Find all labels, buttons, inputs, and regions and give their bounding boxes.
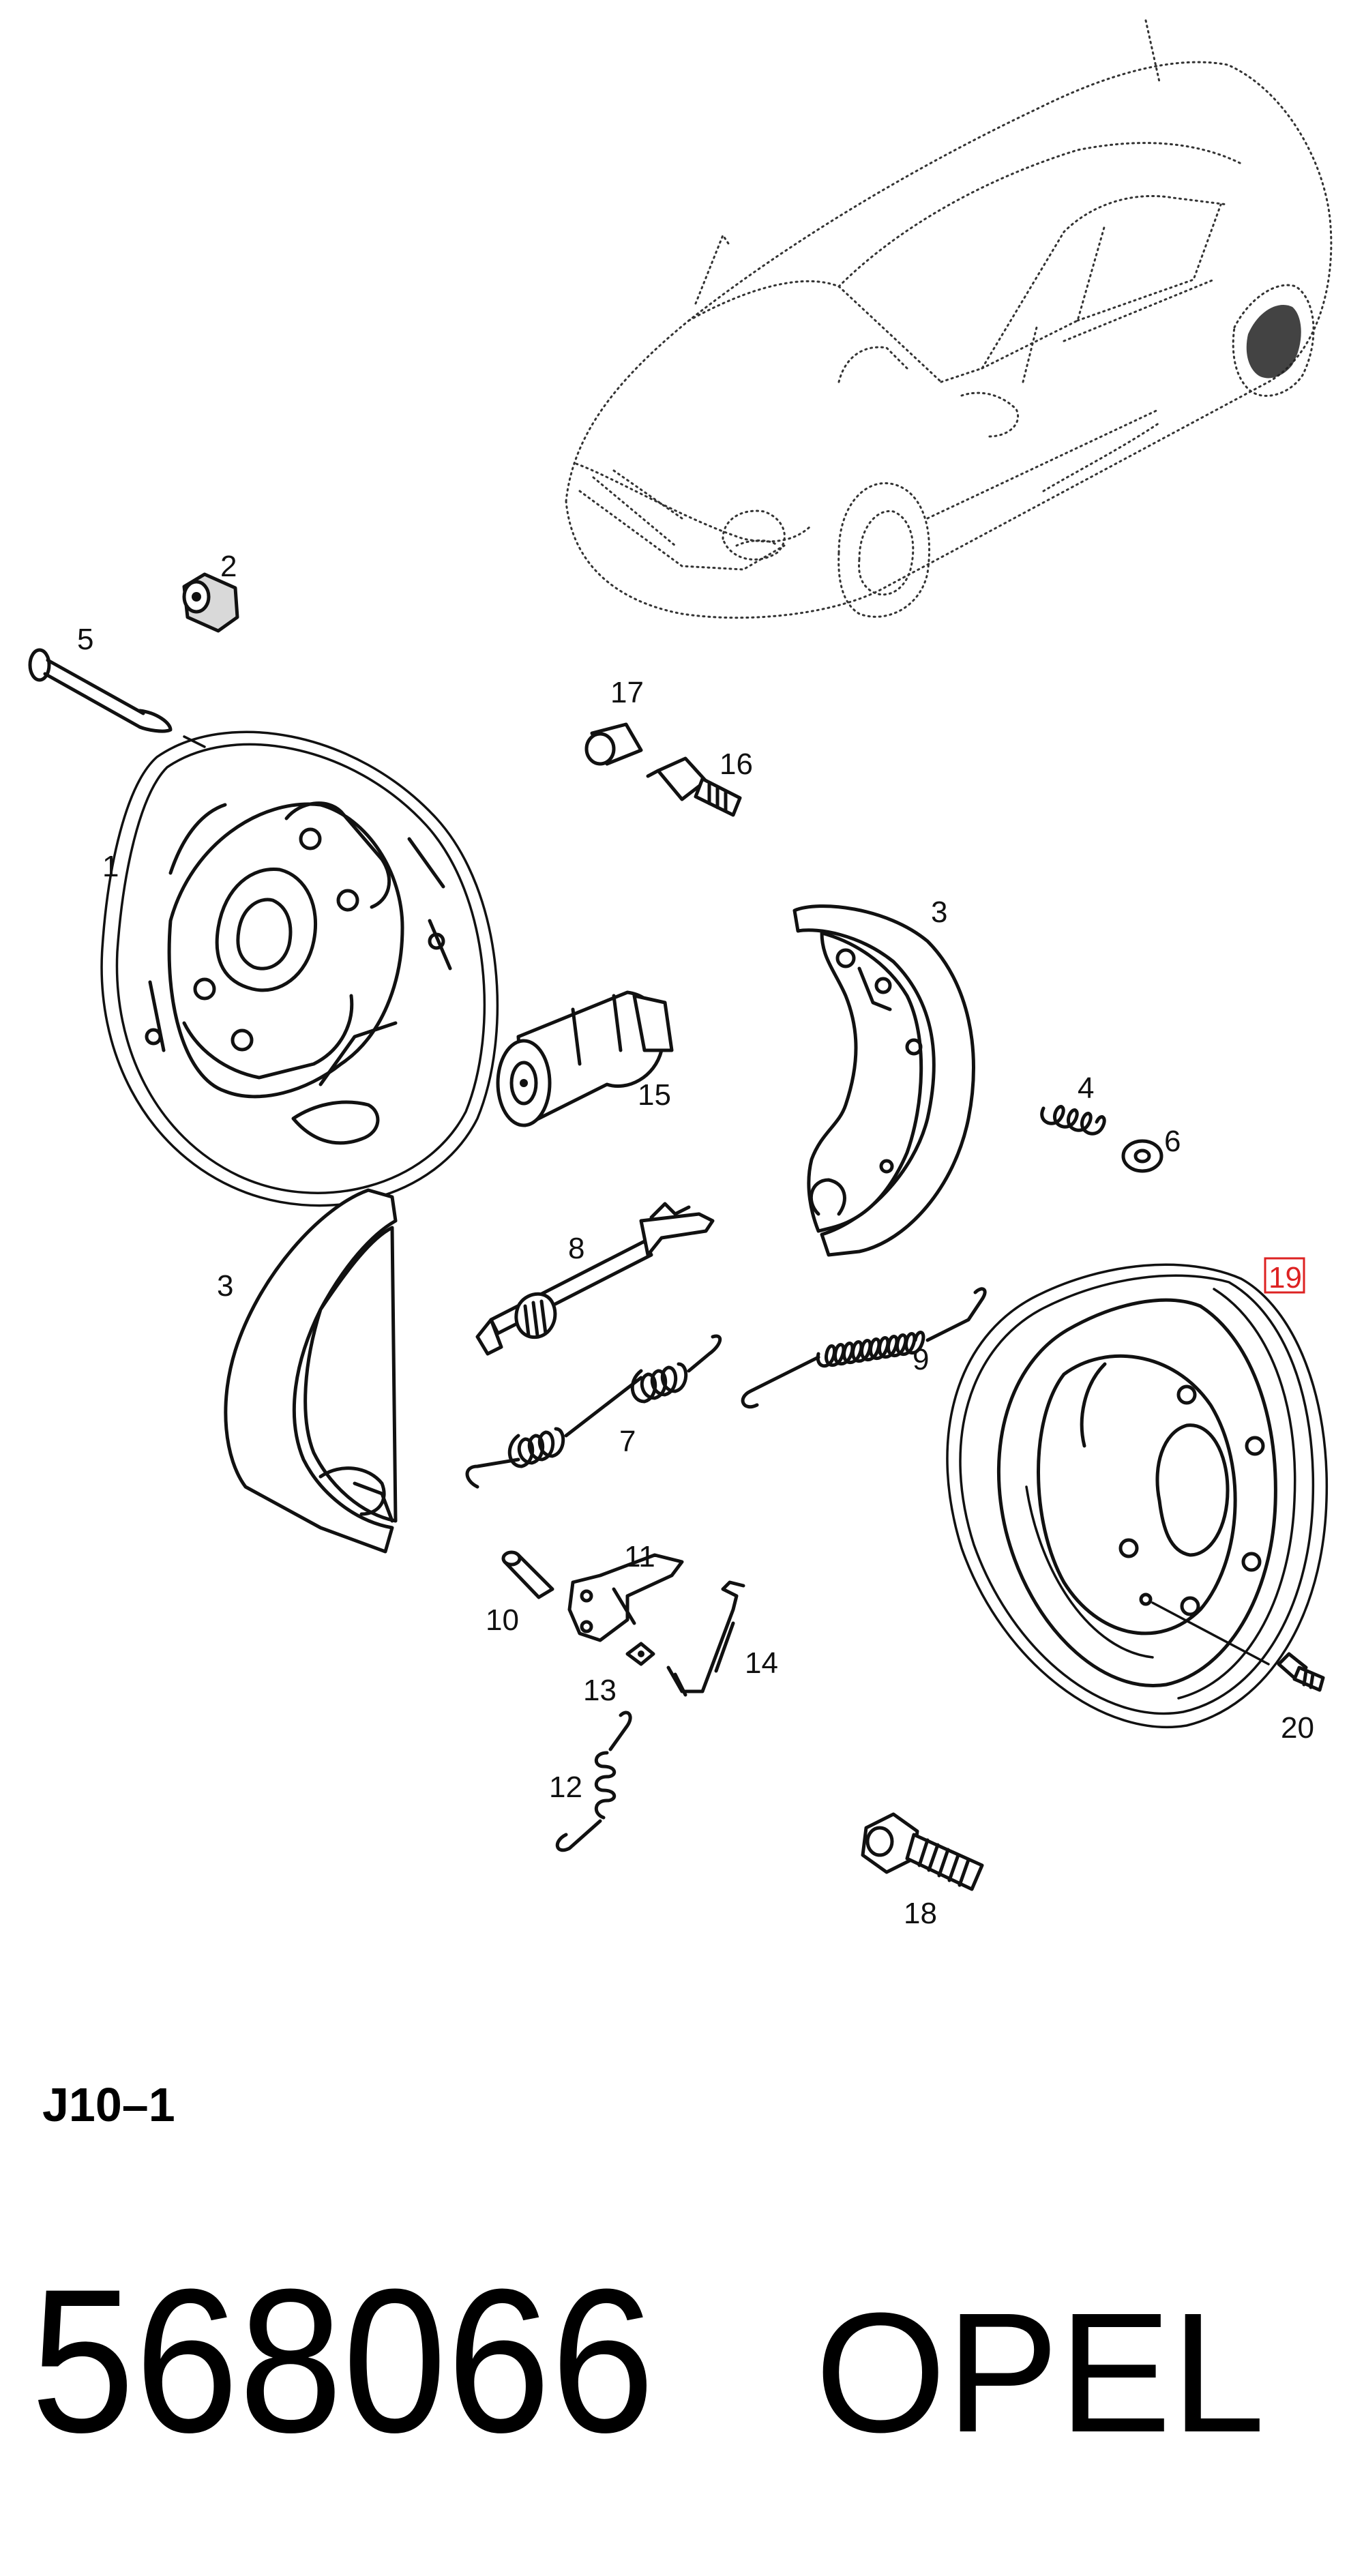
vehicle-illustration xyxy=(565,19,1333,619)
callout-5: 5 xyxy=(77,623,93,656)
wheel-cylinder xyxy=(496,990,674,1127)
lower-return-spring xyxy=(465,1334,722,1489)
callout-1: 1 xyxy=(102,850,119,883)
hub-bolt xyxy=(861,1812,984,1891)
brand-name: OPEL xyxy=(815,2277,1265,2468)
bleeder-screw xyxy=(646,756,742,817)
hold-down-spring xyxy=(1040,1105,1106,1136)
callout-18: 18 xyxy=(904,1897,937,1930)
callout-14: 14 xyxy=(745,1646,778,1680)
callout-19-highlight-box xyxy=(1264,1257,1305,1294)
group-code: J10–1 xyxy=(42,2078,175,2131)
retaining-clip xyxy=(666,1580,745,1697)
callout-8: 8 xyxy=(568,1232,584,1265)
callout-10: 10 xyxy=(486,1603,519,1637)
hold-down-pin xyxy=(28,648,206,748)
dust-cap xyxy=(584,722,643,766)
part-number: 568066 xyxy=(31,2246,655,2475)
callout-20: 20 xyxy=(1281,1711,1314,1745)
callout-15: 15 xyxy=(638,1078,671,1112)
backing-plate xyxy=(100,730,499,1207)
brake-shoe-lower xyxy=(224,1188,398,1554)
adjuster-spring xyxy=(555,1711,632,1852)
callout-3-lower: 3 xyxy=(217,1269,233,1303)
callout-labels: 2 5 1 17 16 3 15 4 6 3 8 9 7 19 11 10 14… xyxy=(77,550,1314,1930)
bleeder-cap xyxy=(182,572,239,633)
callout-6: 6 xyxy=(1164,1125,1181,1158)
lever-washer xyxy=(625,1642,655,1666)
callout-3-upper: 3 xyxy=(931,895,947,929)
lever-pin xyxy=(501,1550,554,1599)
adjuster-lever xyxy=(567,1553,684,1642)
callout-2: 2 xyxy=(220,550,237,583)
callout-7: 7 xyxy=(619,1425,636,1458)
brake-drum xyxy=(946,1263,1329,1729)
callout-16: 16 xyxy=(720,747,753,781)
spring-cup xyxy=(1121,1139,1163,1173)
callout-17: 17 xyxy=(610,676,644,709)
upper-return-spring xyxy=(741,1287,987,1409)
drum-screw xyxy=(1151,1601,1325,1692)
callout-13: 13 xyxy=(583,1674,617,1707)
brake-shoe-upper xyxy=(792,904,975,1257)
callout-11: 11 xyxy=(624,1540,655,1573)
callout-9: 9 xyxy=(913,1343,929,1376)
callout-4: 4 xyxy=(1078,1071,1094,1105)
callout-12: 12 xyxy=(549,1771,582,1804)
adjuster-strut xyxy=(475,1202,715,1356)
callout-19: 19 xyxy=(1269,1261,1302,1294)
